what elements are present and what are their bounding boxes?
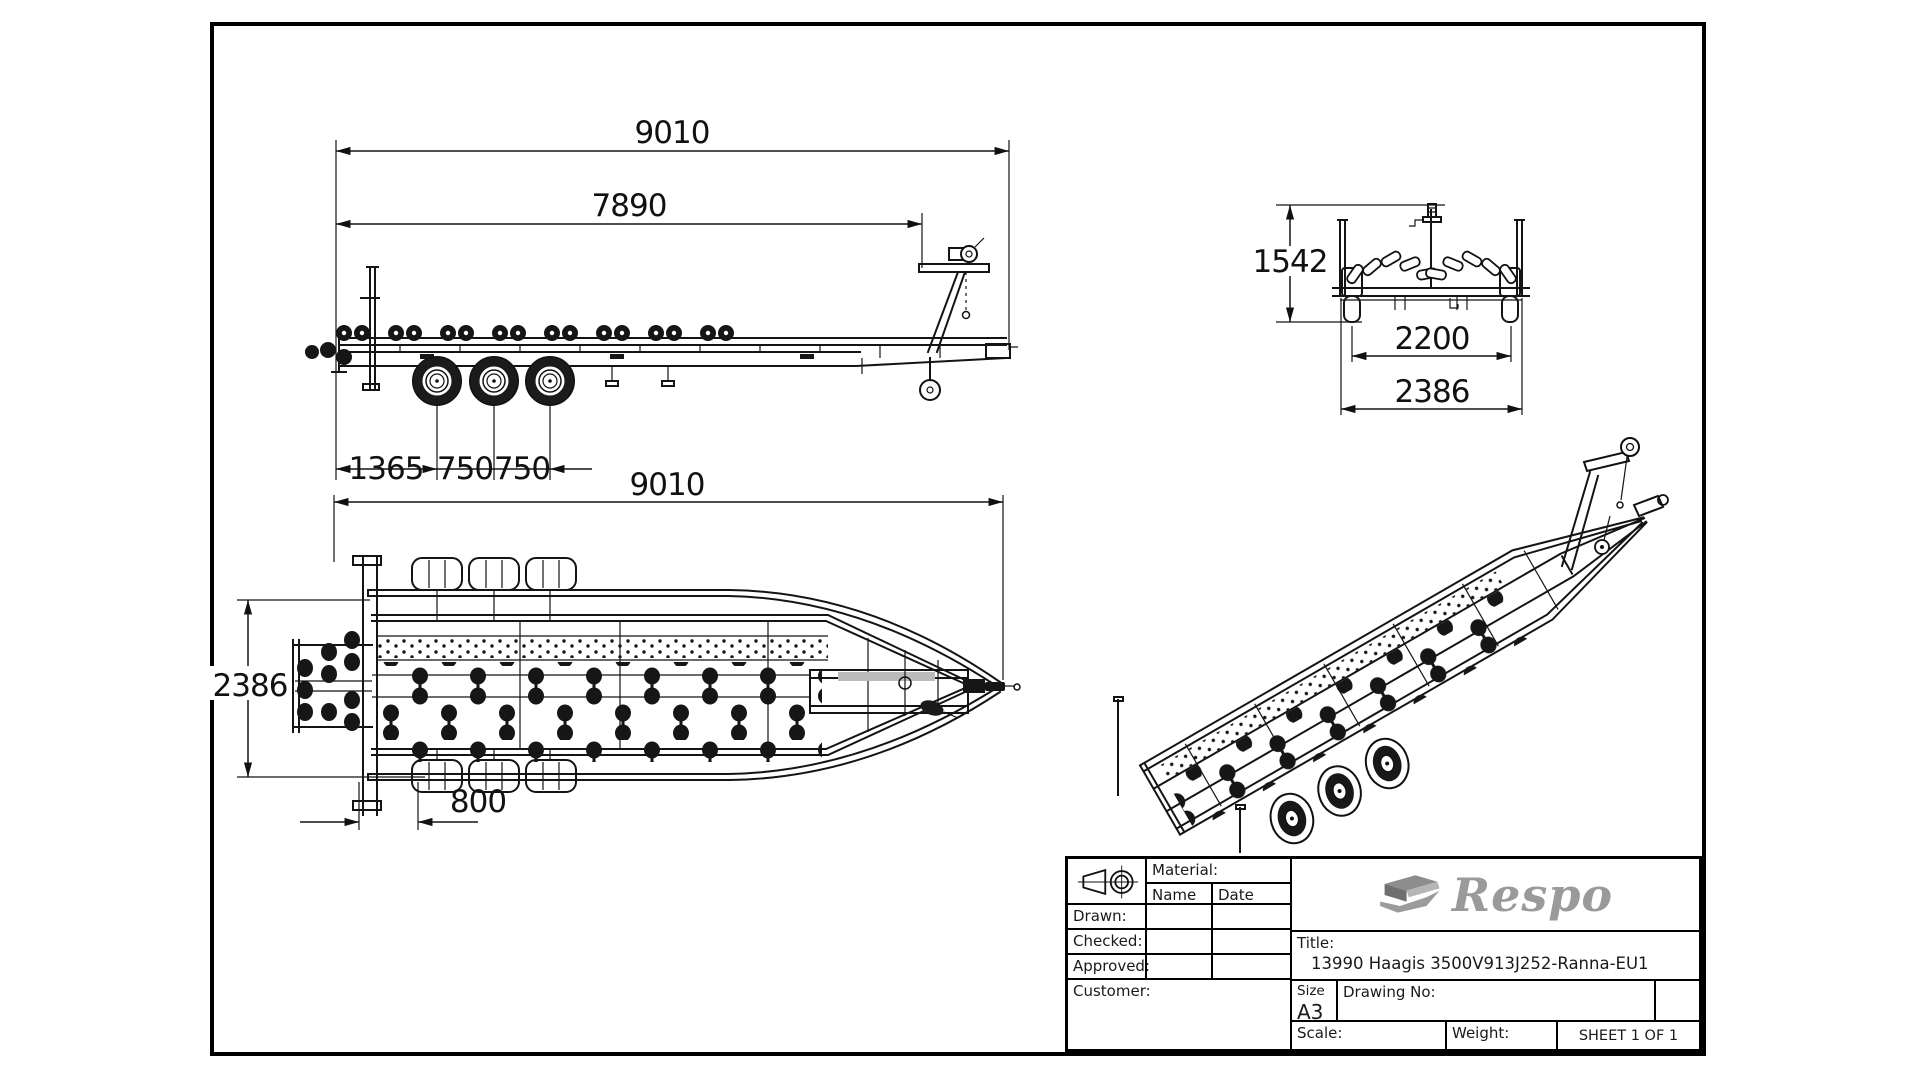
sheet-number-cell: SHEET 1 OF 1 — [1578, 1027, 1679, 1044]
winch-post — [918, 237, 990, 354]
first-angle-projection-icon — [1077, 865, 1139, 899]
top-roller-field — [378, 662, 822, 762]
iso-wheels — [1269, 737, 1410, 845]
top-view-drawing: 9010 2386 800 — [208, 467, 1021, 830]
material-cell: Material: — [1147, 859, 1292, 884]
drawn-name-cell — [1147, 905, 1213, 930]
weight-cell: Weight: — [1447, 1022, 1558, 1049]
revision-cell — [1656, 981, 1699, 1022]
keel-rollers — [305, 325, 734, 365]
dim-top-overall-length: 9010 — [630, 467, 705, 503]
name-header-cell: Name — [1147, 884, 1213, 905]
size-cell: Size A3 — [1292, 981, 1338, 1024]
checked-label-cell: Checked: — [1068, 930, 1147, 955]
respo-logo-icon — [1380, 874, 1440, 913]
iso-coupler — [1594, 494, 1669, 555]
jockey-wheel — [919, 357, 941, 401]
iso-winch-post — [1560, 437, 1640, 571]
top-wheels — [411, 557, 577, 793]
side-view-drawing: 9010 7890 1365 750 750 — [305, 115, 1018, 487]
dim-front-overall-height: 1542 — [1253, 244, 1328, 280]
logo-cell: Respo — [1292, 859, 1699, 932]
drawing-title: 13990 Haagis 3500V913J252-Ranna-EU1 — [1311, 954, 1649, 973]
approved-name-cell — [1147, 955, 1213, 980]
side-wheels — [412, 356, 575, 406]
rear-view-drawing: 1542 2200 2386 — [1252, 203, 1530, 415]
dim-front-inner-width: 2200 — [1395, 321, 1470, 357]
dim-side-rear-to-axle: 1365 — [349, 451, 424, 487]
respo-logo: Respo — [1297, 861, 1694, 928]
dim-side-frame-length: 7890 — [592, 188, 667, 224]
sheet-border-frame — [210, 22, 1706, 1056]
coupler — [985, 343, 1018, 359]
rear-guide-post — [360, 266, 380, 391]
rear-roller-cluster — [297, 631, 360, 731]
dim-side-overall-length: 9010 — [635, 115, 710, 151]
date-header-cell: Date — [1213, 884, 1292, 905]
front-v-rollers — [1346, 250, 1517, 285]
front-wheel-right — [1501, 295, 1519, 323]
dim-side-axle-spacing-1: 750 — [437, 451, 493, 487]
dim-front-overall-width: 2386 — [1395, 374, 1470, 410]
isometric-view-drawing — [1113, 437, 1669, 853]
checked-name-cell — [1147, 930, 1213, 955]
dim-top-overall-width: 2386 — [213, 668, 288, 704]
drawn-label-cell: Drawn: — [1068, 905, 1147, 930]
scale-cell: Scale: — [1292, 1022, 1447, 1049]
approved-label-cell: Approved: — [1068, 955, 1150, 980]
sheet-size: A3 — [1297, 1000, 1324, 1024]
approved-date-cell — [1213, 955, 1292, 980]
checked-date-cell — [1213, 930, 1292, 955]
title-cell: Title: 13990 Haagis 3500V913J252-Ranna-E… — [1292, 932, 1699, 981]
drawn-date-cell — [1213, 905, 1292, 930]
top-coupler — [920, 679, 1021, 719]
front-wheel-left — [1343, 295, 1361, 323]
projection-symbol-cell — [1068, 859, 1147, 905]
drawing-no-cell: Drawing No: — [1338, 981, 1656, 1022]
title-block: Material: Name Date Drawn: Checked: Appr… — [1065, 856, 1702, 1052]
customer-cell: Customer: — [1068, 980, 1292, 1049]
dim-side-axle-spacing-2: 750 — [494, 451, 550, 487]
logo-text: Respo — [1451, 867, 1614, 922]
